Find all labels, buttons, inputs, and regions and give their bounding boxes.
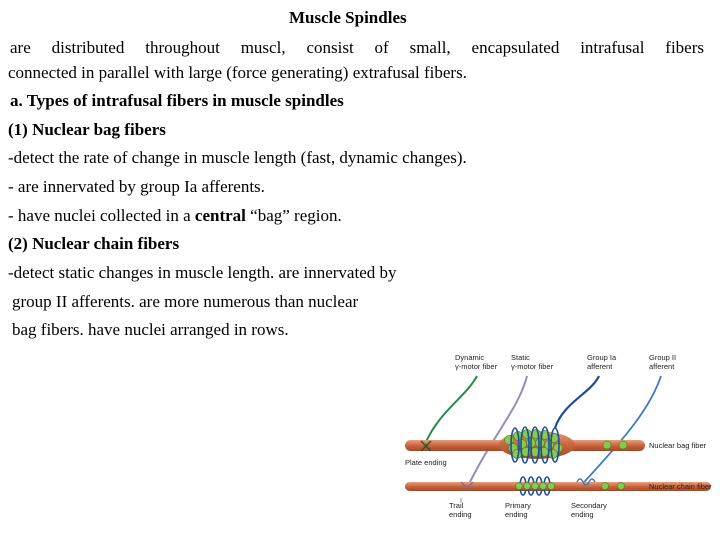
chain-nuclei [515, 482, 555, 490]
bag-point-3-bold: central [194, 206, 246, 225]
chain-line-1: -detect static changes in muscle length.… [8, 263, 397, 282]
label-static-line2: γ-motor fiber [511, 362, 554, 371]
secondary-endings [601, 440, 628, 490]
label-dynamic-line2: γ-motor fiber [455, 362, 498, 371]
label-secondary-line2: ending [571, 510, 594, 519]
chain-line-3: bag fibers. have nuclei arranged in rows… [12, 320, 289, 339]
label-nuclear-bag-fiber: Nuclear bag fiber [649, 441, 707, 450]
group-ii-afferent-nerve [578, 375, 662, 489]
secondary-ending-coil [576, 478, 596, 486]
label-primary-line2: ending [505, 510, 528, 519]
nuclear-bag-heading: (1) Nuclear bag fibers [8, 120, 166, 139]
dynamic-gamma-motor-nerve [424, 375, 478, 445]
label-nuclear-chain-fiber: Nuclear chain fiber [649, 482, 712, 491]
label-trail-line2: ending [449, 510, 472, 519]
nuclear-chain-fiber [405, 482, 711, 491]
muscle-spindle-diagram: Dynamic γ-motor fiber Static γ-motor fib… [405, 353, 712, 519]
bag-point-3: - have nuclei collected in a central “ba… [8, 206, 342, 226]
label-primary-line1: Primary [505, 501, 531, 510]
plate-ending [420, 440, 432, 452]
intro-line-2: connected in parallel with large (force … [8, 63, 467, 82]
bag-point-2: - are innervated by group Ia afferents. [8, 177, 265, 196]
nuclear-chain-heading: (2) Nuclear chain fibers [8, 234, 180, 253]
bag-point-3-post: “bag” region. [245, 206, 342, 225]
intro-line-1: are distributed throughout muscl, consis… [10, 38, 704, 57]
chain-line-2: group II afferents. are more numerous th… [12, 292, 359, 311]
label-group-ia-line1: Group Ia [587, 353, 617, 362]
label-group-ii-line2: afferent [649, 362, 675, 371]
label-static-line1: Static [511, 353, 530, 362]
bag-point-1: -detect the rate of change in muscle len… [8, 148, 467, 167]
label-group-ia-line2: afferent [587, 362, 613, 371]
section-heading-a: a. Types of intrafusal fibers in muscle … [10, 91, 344, 110]
label-dynamic-line1: Dynamic [455, 353, 484, 362]
static-gamma-motor-nerve [466, 375, 528, 489]
group-ia-afferent-nerve [553, 375, 600, 429]
page-title: Muscle Spindles [289, 8, 407, 27]
label-plate-ending: Plate ending [405, 458, 447, 467]
label-group-ii-line1: Group II [649, 353, 676, 362]
label-secondary-line1: Secondary [571, 501, 607, 510]
trail-ending [460, 481, 474, 489]
bag-point-3-pre: - have nuclei collected in a [8, 206, 195, 225]
label-trail-line1: Trail [449, 501, 464, 510]
